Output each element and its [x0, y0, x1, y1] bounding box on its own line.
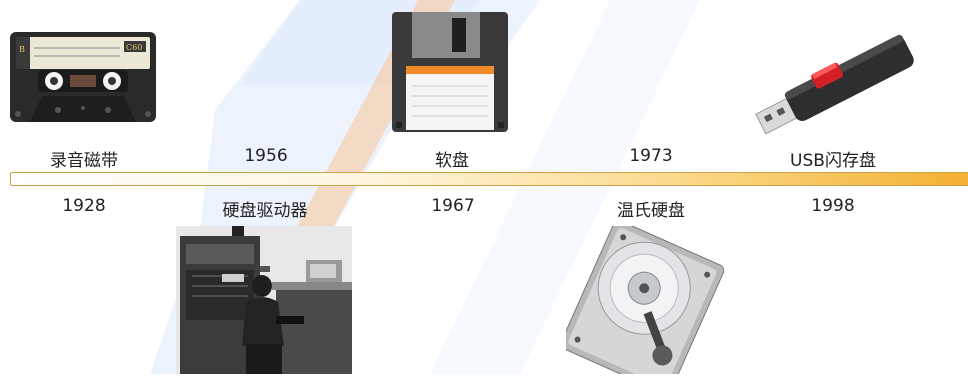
- cassette-tape-icon: B C60: [8, 30, 158, 124]
- winchester-hard-disk-icon: [560, 220, 736, 378]
- label-year-1928: 1928: [62, 196, 106, 216]
- usb-flash-drive-icon: [745, 30, 921, 140]
- label-year-1956: 1956: [244, 146, 288, 166]
- label-year-1973: 1973: [629, 146, 673, 166]
- label-year-1967: 1967: [431, 196, 475, 216]
- svg-text:C60: C60: [126, 43, 142, 52]
- timeline-bar: [10, 172, 968, 186]
- label-winchester-disk: 温氏硬盘: [617, 201, 685, 221]
- label-usb-drive: USB闪存盘: [790, 151, 876, 171]
- label-hard-disk-drive: 硬盘驱动器: [222, 201, 308, 221]
- floppy-disk-icon: [390, 10, 510, 134]
- hard-disk-drive-machine-photo: [176, 226, 352, 374]
- label-year-1998: 1998: [811, 196, 855, 216]
- label-cassette-tape: 录音磁带: [50, 151, 118, 171]
- svg-text:B: B: [19, 45, 25, 54]
- label-floppy-disk: 软盘: [435, 151, 469, 171]
